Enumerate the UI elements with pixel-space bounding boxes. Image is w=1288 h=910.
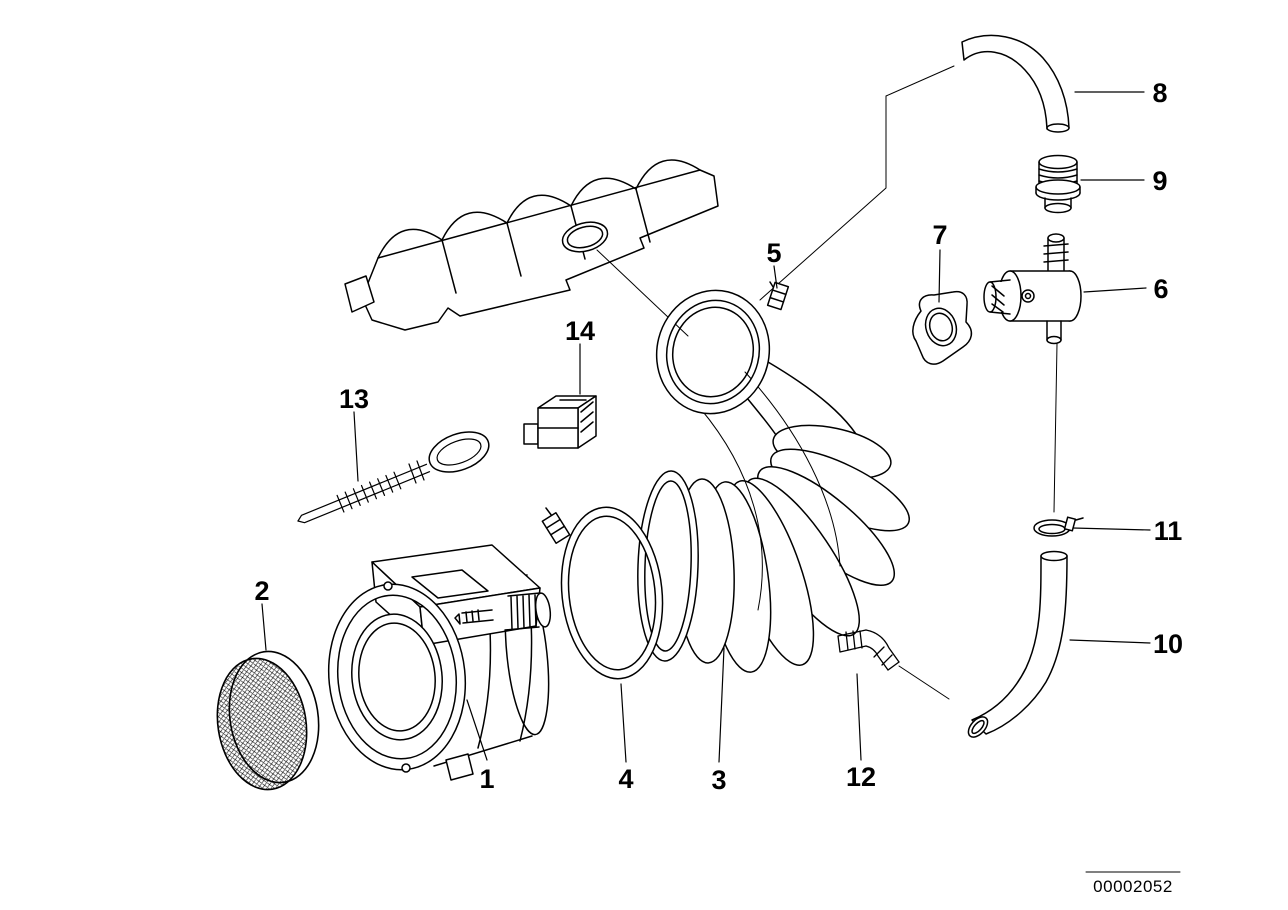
leader-lines — [261, 91, 1151, 763]
callout-7: 7 — [932, 220, 947, 250]
vent-valve — [983, 233, 1082, 345]
hose-clamp-upper — [766, 281, 790, 311]
callout-11: 11 — [1154, 516, 1183, 546]
diagram-id: 00002052 — [1093, 877, 1173, 896]
intake-boot — [637, 361, 911, 673]
diagram-id-block: 00002052 — [1085, 871, 1181, 896]
callout-8: 8 — [1152, 78, 1167, 108]
callout-9: 9 — [1152, 166, 1167, 196]
threaded-adapter — [1035, 154, 1081, 214]
callout-6: 6 — [1153, 274, 1168, 304]
holder-flange — [912, 290, 973, 365]
valve-hose-line — [1053, 343, 1058, 513]
callout-2: 2 — [254, 576, 269, 606]
callout-4: 4 — [618, 764, 633, 794]
boot-cuff-ring — [655, 289, 771, 415]
callout-3: 3 — [711, 765, 726, 795]
callout-13: 13 — [339, 384, 369, 414]
intake-manifold — [344, 159, 719, 331]
wing-screw — [297, 431, 490, 524]
vent-hose-lower — [967, 550, 1068, 738]
callout-12: 12 — [846, 762, 876, 792]
sensor-switch — [523, 395, 597, 449]
callout-5: 5 — [766, 238, 781, 268]
elbow-fitting — [837, 629, 900, 671]
callout-10: 10 — [1153, 629, 1183, 659]
band-clamp — [541, 506, 664, 680]
air-flow-sensor — [327, 544, 552, 781]
callout-1: 1 — [479, 764, 494, 794]
callouts: 1 2 3 4 5 6 7 8 9 10 11 12 13 14 — [254, 78, 1183, 795]
vent-hose-upper — [961, 34, 1070, 133]
callout-14: 14 — [565, 316, 595, 346]
mesh-screen — [216, 650, 320, 791]
small-clamp — [1033, 516, 1084, 537]
